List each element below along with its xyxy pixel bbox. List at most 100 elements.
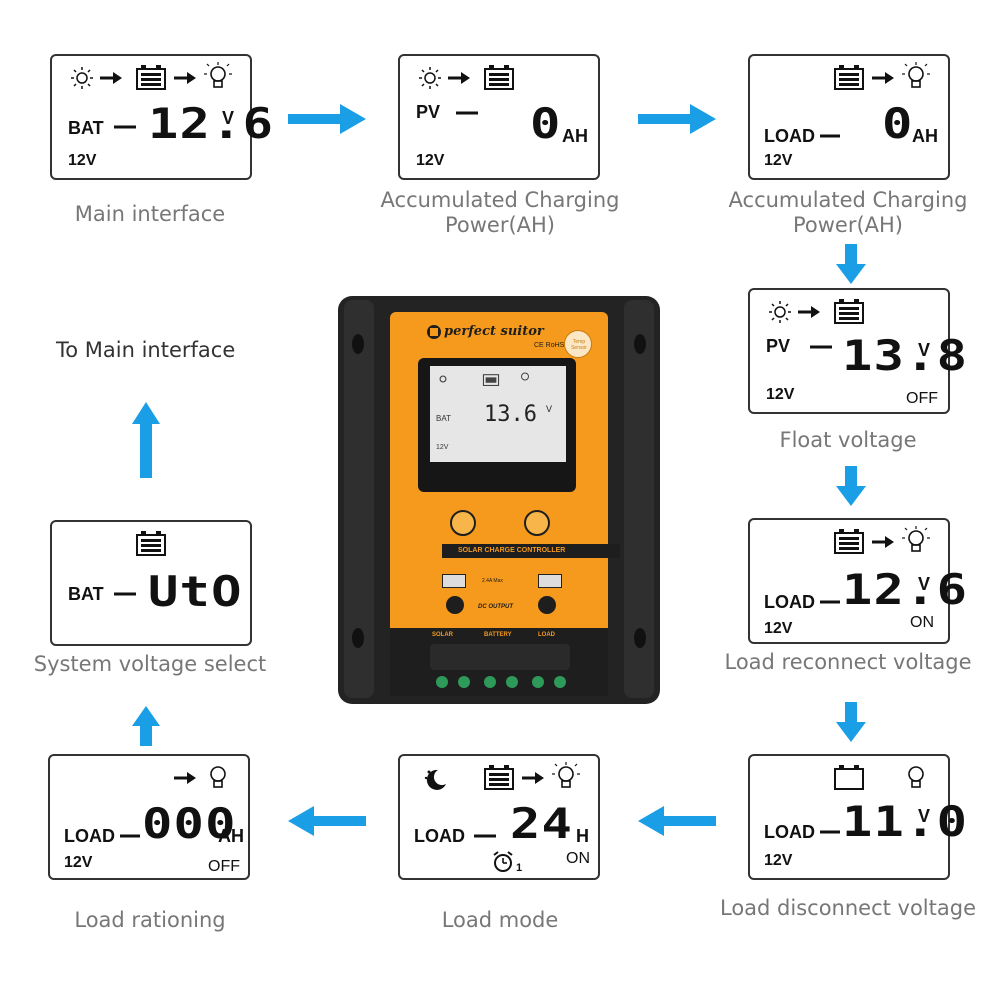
caption-load-disconnect: Load disconnect voltage bbox=[719, 896, 976, 920]
panel-value: 12.6 bbox=[842, 565, 969, 614]
flow-arrow-up bbox=[132, 706, 160, 746]
right-arrow-icon bbox=[174, 72, 196, 84]
to-main-interface-label: To Main interface bbox=[56, 338, 236, 362]
terminal-label-battery: BATTERY bbox=[484, 632, 512, 638]
terminal-screw[interactable] bbox=[458, 676, 470, 688]
panel-value: 13.8 bbox=[842, 331, 969, 380]
right-arrow-icon bbox=[456, 111, 478, 115]
panel-unit: H bbox=[576, 826, 589, 846]
right-arrow-icon bbox=[872, 536, 894, 548]
right-arrow-icon bbox=[448, 72, 470, 84]
flow-arrow-left bbox=[288, 806, 366, 836]
battery-icon bbox=[834, 529, 864, 554]
flow-arrow-down bbox=[836, 466, 866, 506]
terminal-screw[interactable] bbox=[484, 676, 496, 688]
right-arrow-icon bbox=[114, 592, 136, 596]
right-arrow-icon bbox=[820, 830, 840, 834]
panel-unit: V bbox=[222, 108, 235, 128]
logo-icon bbox=[427, 325, 441, 339]
flow-arrow-right bbox=[288, 104, 366, 134]
device-certification: CE RoHS bbox=[534, 342, 565, 349]
panel-load-accumulated: LOAD 0 AH 12V bbox=[748, 54, 950, 180]
timer-index: 1 bbox=[516, 862, 523, 874]
panel-status: OFF bbox=[906, 390, 938, 407]
lcd-sun-icon bbox=[439, 375, 447, 383]
panel-system-voltage: 12V bbox=[68, 152, 97, 169]
panel-unit: AH bbox=[912, 126, 938, 146]
panel-load-mode: LOAD 24 H 1 ON bbox=[398, 754, 600, 880]
panel-float-voltage: PV 13.8 V 12V OFF bbox=[748, 288, 967, 414]
terminal-screw[interactable] bbox=[436, 676, 448, 688]
panel-value: UtO bbox=[148, 567, 243, 616]
panel-load-rationing: LOAD 000 AH 12V OFF bbox=[48, 754, 250, 880]
panel-load-disconnect: LOAD 11.0 V 12V bbox=[748, 754, 967, 880]
right-arrow-icon bbox=[810, 345, 832, 349]
bulb-icon bbox=[552, 762, 580, 788]
panel-label-left: PV bbox=[766, 336, 791, 356]
dc-output-jack-left[interactable] bbox=[446, 596, 464, 614]
menu-button[interactable] bbox=[450, 510, 476, 536]
panel-unit: V bbox=[918, 574, 931, 594]
right-arrow-icon bbox=[820, 600, 840, 604]
lcd-label: BAT bbox=[436, 414, 451, 423]
usb-port-left[interactable] bbox=[442, 574, 466, 588]
terminal-label-solar: SOLAR bbox=[432, 632, 453, 638]
battery-icon bbox=[484, 65, 514, 90]
caption-main-interface: Main interface bbox=[74, 202, 226, 226]
usb-port-right[interactable] bbox=[538, 574, 562, 588]
panel-system-voltage: 12V bbox=[416, 152, 445, 169]
panel-pv-accumulated: PV 0 AH 12V bbox=[398, 54, 600, 180]
panel-label-left: BAT bbox=[68, 584, 104, 604]
bulb-icon bbox=[902, 62, 930, 88]
bulb-icon bbox=[210, 766, 226, 788]
terminal-screw[interactable] bbox=[506, 676, 518, 688]
lcd-battery-icon bbox=[482, 374, 500, 386]
sun-icon bbox=[71, 67, 93, 89]
right-arrow-icon bbox=[872, 72, 894, 84]
battery-icon bbox=[136, 65, 166, 90]
panel-main-interface: BAT 12.6 V 12V bbox=[50, 54, 273, 180]
panel-unit: V bbox=[918, 340, 931, 360]
sun-icon bbox=[419, 67, 441, 89]
bulb-icon bbox=[902, 526, 930, 552]
dc-output-jack-right[interactable] bbox=[538, 596, 556, 614]
panel-label-left: LOAD bbox=[64, 826, 115, 846]
panel-value: 0 bbox=[882, 99, 914, 148]
flow-arrow-right bbox=[638, 104, 716, 134]
panel-value: 000 bbox=[142, 799, 237, 848]
panel-system-voltage: 12V bbox=[64, 854, 93, 871]
right-arrow-icon bbox=[100, 72, 122, 84]
temp-sensor-badge: Temp Sensor bbox=[564, 330, 592, 358]
panel-status: ON bbox=[910, 614, 934, 631]
device-brand: perfect suitor bbox=[444, 324, 544, 339]
lcd-unit: V bbox=[546, 404, 553, 414]
temp-sensor-label: Temp Sensor bbox=[571, 339, 587, 351]
terminal-label-load: LOAD bbox=[538, 632, 555, 638]
caption-float-voltage: Float voltage bbox=[779, 428, 917, 452]
panel-label-left: LOAD bbox=[414, 826, 465, 846]
caption-system-voltage-select: System voltage select bbox=[33, 652, 267, 676]
usb-rating: 2.4A Max bbox=[482, 578, 503, 584]
battery-icon bbox=[484, 765, 514, 790]
battery-icon bbox=[834, 299, 864, 324]
panel-unit: V bbox=[918, 806, 931, 826]
panel-value: 0 bbox=[530, 99, 562, 148]
lcd-value: 13.6 bbox=[484, 402, 537, 427]
device-title-strip: SOLAR CHARGE CONTROLLER bbox=[458, 547, 566, 554]
right-arrow-icon bbox=[522, 772, 544, 784]
right-arrow-icon bbox=[798, 306, 820, 318]
sun-icon bbox=[769, 301, 791, 323]
panel-status: OFF bbox=[208, 858, 240, 875]
terminal-screw[interactable] bbox=[532, 676, 544, 688]
terminal-screw[interactable] bbox=[554, 676, 566, 688]
charge-controller-device: perfect suitor CE RoHS Temp Sensor BAT 1… bbox=[338, 292, 660, 708]
panel-system-voltage: 12V bbox=[764, 852, 793, 869]
right-arrow-icon bbox=[820, 134, 840, 138]
panel-value: 11.0 bbox=[842, 797, 969, 846]
caption-pv-accumulated: Accumulated Charging Power(AH) bbox=[380, 188, 620, 237]
back-button[interactable] bbox=[524, 510, 550, 536]
battery-icon bbox=[136, 531, 166, 556]
panel-label-left: LOAD bbox=[764, 822, 815, 842]
dc-output-label: DC OUTPUT bbox=[478, 604, 513, 610]
lcd-system-voltage: 12V bbox=[436, 444, 449, 451]
